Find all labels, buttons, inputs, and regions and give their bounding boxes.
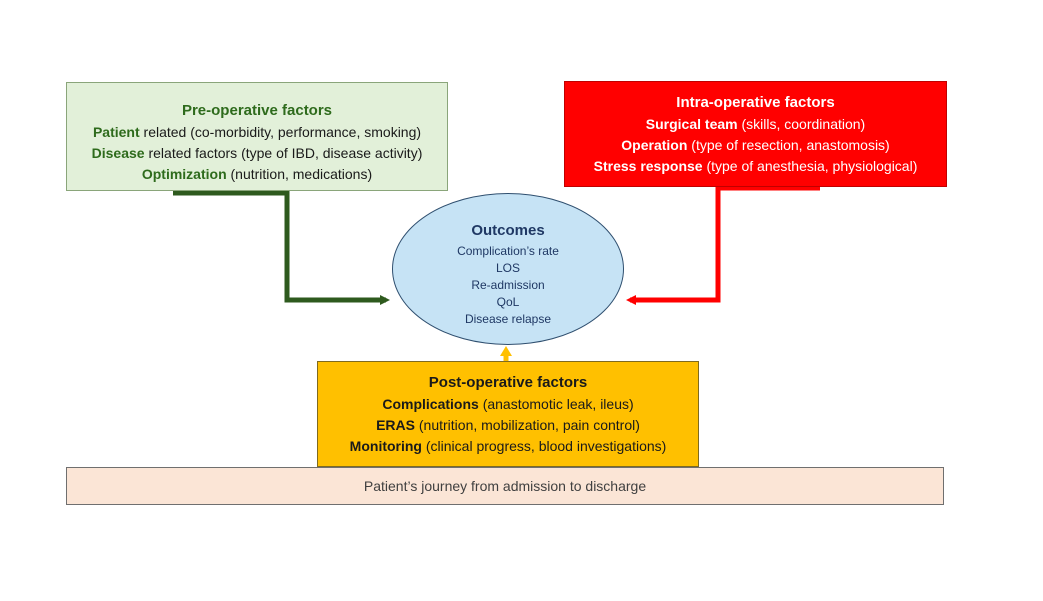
post-operative-title: Post-operative factors [428,374,588,391]
pre-operative-line-patient-key: Patient [92,124,140,140]
pre-operative-line-optimization-detail: (nutrition, medications) [226,166,373,182]
pre-operative-line-optimization-key: Optimization [141,166,227,182]
intra-operative-line-operation-key: Operation [621,137,688,153]
intra-operative-line-stress-response-detail: (type of anesthesia, physiological) [702,158,918,174]
pre-operative-line-patient: Patient related (co-morbidity, performan… [67,122,447,143]
pre-operative-line-disease-detail: related factors (type of IBD, disease ac… [144,145,423,161]
intra-operative-line-operation: Operation (type of resection, anastomosi… [565,135,946,156]
pre-to-outcomes-arrow [173,190,390,305]
post-operative-line-monitoring-key: Monitoring [349,438,422,454]
intra-operative-title: Intra-operative factors [676,94,835,111]
outcomes-item-readmission: Re-admission [471,278,545,292]
post-operative-line-complications: Complications (anastomotic leak, ileus) [318,394,698,415]
outcomes-item-los: LOS [495,261,520,275]
intra-to-outcomes-arrow [626,185,820,305]
pre-operative-line-disease-key: Disease [91,145,145,161]
post-operative-line-complications-key: Complications [382,396,479,412]
intra-operative-line-operation-detail: (type of resection, anastomosis) [687,137,890,153]
post-operative-line-eras: ERAS (nutrition, mobilization, pain cont… [318,415,698,436]
intra-operative-line-surgical-team: Surgical team (skills, coordination) [565,114,946,135]
intra-operative-line-surgical-team-key: Surgical team [645,116,738,132]
outcomes-item-complications-rate: Complication’s rate [457,244,559,258]
patient-journey-bar: Patient’s journey from admission to disc… [66,467,944,505]
intra-operative-line-surgical-team-detail: (skills, coordination) [737,116,866,132]
outcomes-item-qol: QoL [496,295,520,309]
outcomes-ellipse: Outcomes Complication’s rate LOS Re-admi… [392,193,624,345]
pre-operative-line-optimization: Optimization (nutrition, medications) [67,164,447,185]
post-operative-line-eras-key: ERAS [376,417,415,433]
intra-operative-line-stress-response-key: Stress response [593,158,703,174]
outcomes-title: Outcomes [471,222,545,239]
outcomes-item-disease-relapse: Disease relapse [464,312,552,326]
post-operative-line-complications-detail: (anastomotic leak, ileus) [478,396,634,412]
intra-operative-factors-box: Intra-operative factors Surgical team (s… [564,81,947,187]
post-operative-line-monitoring: Monitoring (clinical progress, blood inv… [318,436,698,457]
pre-operative-factors-box: Pre-operative factors Patient related (c… [66,82,448,191]
post-operative-line-eras-detail: (nutrition, mobilization, pain control) [415,417,640,433]
pre-operative-line-patient-detail: related (co-morbidity, performance, smok… [139,124,422,140]
post-operative-line-monitoring-detail: (clinical progress, blood investigations… [421,438,667,454]
pre-operative-line-disease: Disease related factors (type of IBD, di… [67,143,447,164]
pre-operative-title: Pre-operative factors [181,102,333,119]
post-operative-factors-box: Post-operative factors Complications (an… [317,361,699,467]
intra-operative-line-stress-response: Stress response (type of anesthesia, phy… [565,156,946,177]
